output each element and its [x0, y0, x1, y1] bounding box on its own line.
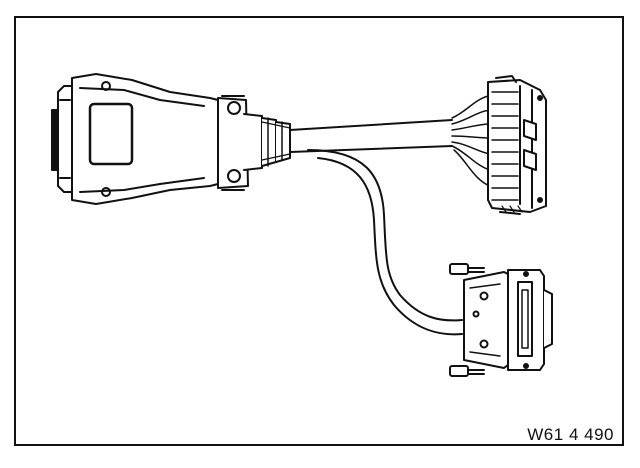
figure-code: W61 4 490 — [527, 425, 614, 444]
small-dsub-connector — [449, 263, 553, 377]
left-dsub-connector — [51, 73, 219, 205]
main-cable — [289, 119, 453, 153]
strain-relief — [217, 95, 291, 191]
branch-cable — [307, 149, 463, 336]
right-multipin-connector — [451, 75, 547, 215]
